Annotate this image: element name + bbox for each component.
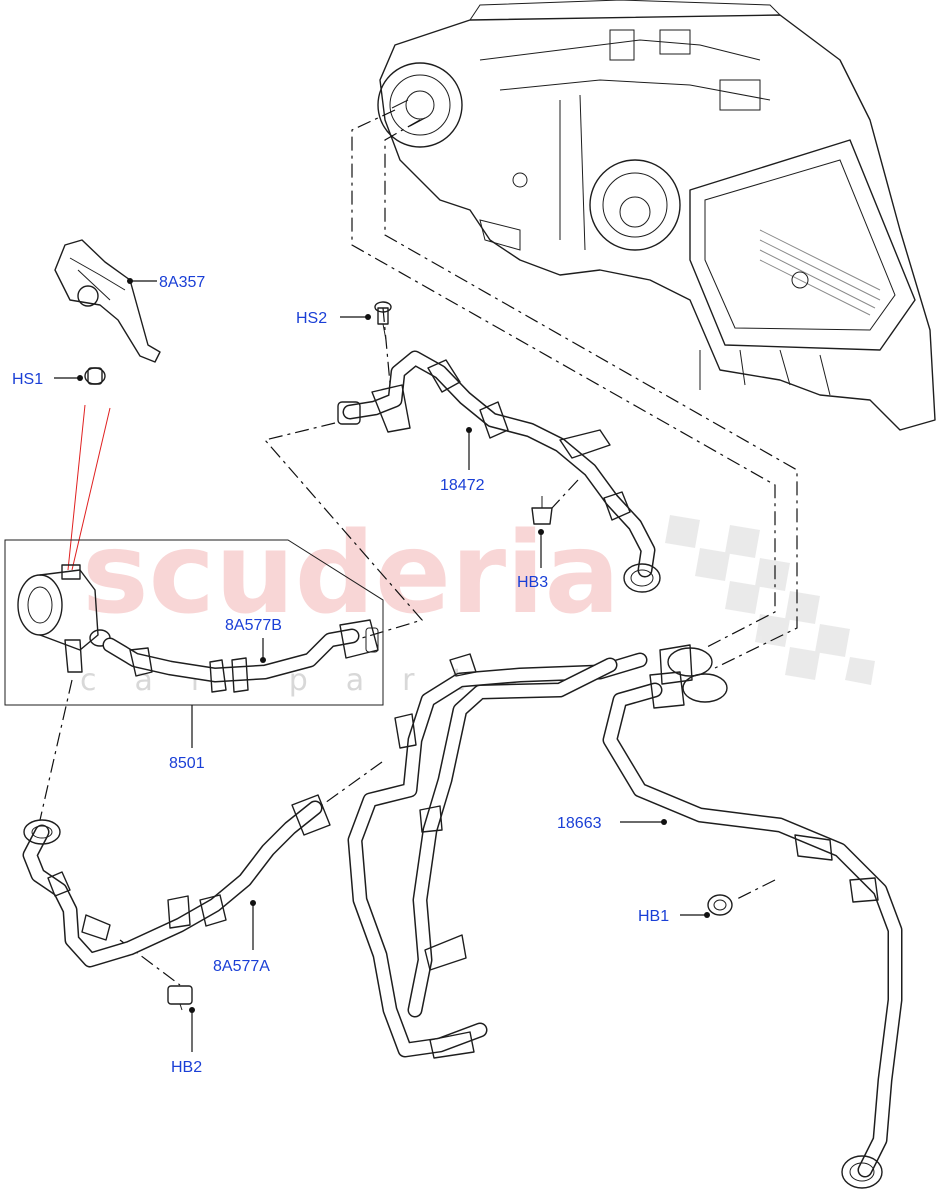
hose-8A577A [22,794,331,968]
red-leaders [67,404,111,571]
callout-18472[interactable]: 18472 [440,477,485,494]
checker-flag-watermark [665,515,875,685]
callout-HB1[interactable]: HB1 [638,908,669,925]
callout-8A357[interactable]: 8A357 [159,274,205,291]
screw-HS2 [374,301,392,341]
pump-assembly-8501 [4,539,384,706]
callout-18663[interactable]: 18663 [557,815,602,832]
callout-labels: 8A357 HS1 HS2 18472 HB3 8A577B 8501 1866… [12,274,669,1076]
hvac-unit [377,0,936,431]
leader-lines-dashed [39,109,798,986]
bracket-8A357 [54,239,161,363]
watermark-brand: scuderia [82,509,620,639]
bolt-HB2 [167,985,193,1011]
callout-HB2[interactable]: HB2 [171,1059,202,1076]
callout-8A577B[interactable]: 8A577B [225,617,282,634]
callout-HS2[interactable]: HS2 [296,310,327,327]
bolt-HB1 [707,894,733,916]
hose-18472 [337,350,661,593]
callout-leaders [54,278,710,1052]
screw-HS1 [84,367,106,385]
hose-18663 [347,644,903,1189]
watermark: scuderia car parts [80,509,875,698]
callout-8501[interactable]: 8501 [169,755,205,772]
callout-HB3[interactable]: HB3 [517,574,548,591]
bolt-HB3 [531,496,553,525]
water-pump [17,564,111,673]
callout-8A577A[interactable]: 8A577A [213,958,270,975]
callout-HS1[interactable]: HS1 [12,371,43,388]
